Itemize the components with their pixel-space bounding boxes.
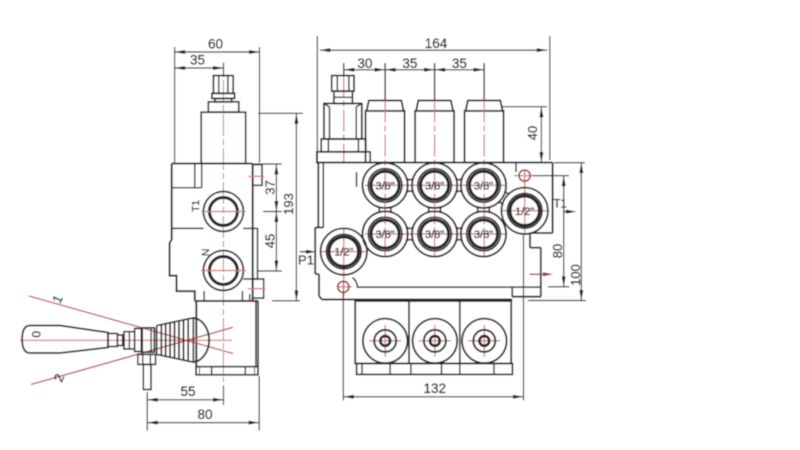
- svg-text:80: 80: [197, 407, 212, 422]
- svg-text:3/8": 3/8": [375, 180, 394, 192]
- svg-text:30: 30: [357, 56, 372, 71]
- svg-text:N: N: [200, 249, 212, 257]
- svg-text:P1: P1: [298, 253, 314, 268]
- svg-text:100: 100: [568, 264, 583, 286]
- svg-text:164: 164: [425, 36, 448, 51]
- svg-text:45: 45: [263, 234, 278, 248]
- svg-text:40: 40: [525, 126, 540, 140]
- svg-text:T1: T1: [190, 200, 202, 212]
- svg-text:3/8": 3/8": [375, 229, 394, 241]
- svg-text:35: 35: [190, 53, 205, 68]
- svg-text:35: 35: [452, 56, 467, 71]
- svg-text:0: 0: [30, 331, 44, 338]
- svg-text:132: 132: [424, 381, 447, 396]
- svg-text:3/8": 3/8": [425, 180, 444, 192]
- svg-text:1/2": 1/2": [515, 206, 534, 218]
- svg-text:3/8": 3/8": [474, 180, 493, 192]
- svg-text:60: 60: [208, 37, 223, 52]
- svg-text:55: 55: [180, 384, 195, 399]
- svg-text:80: 80: [550, 244, 565, 258]
- svg-text:193: 193: [281, 193, 296, 215]
- svg-text:T1: T1: [554, 199, 567, 211]
- svg-text:3/8": 3/8": [474, 229, 493, 241]
- svg-text:3/8": 3/8": [425, 229, 444, 241]
- svg-text:1/2": 1/2": [334, 247, 353, 259]
- svg-text:35: 35: [402, 56, 417, 71]
- svg-text:37: 37: [263, 180, 278, 194]
